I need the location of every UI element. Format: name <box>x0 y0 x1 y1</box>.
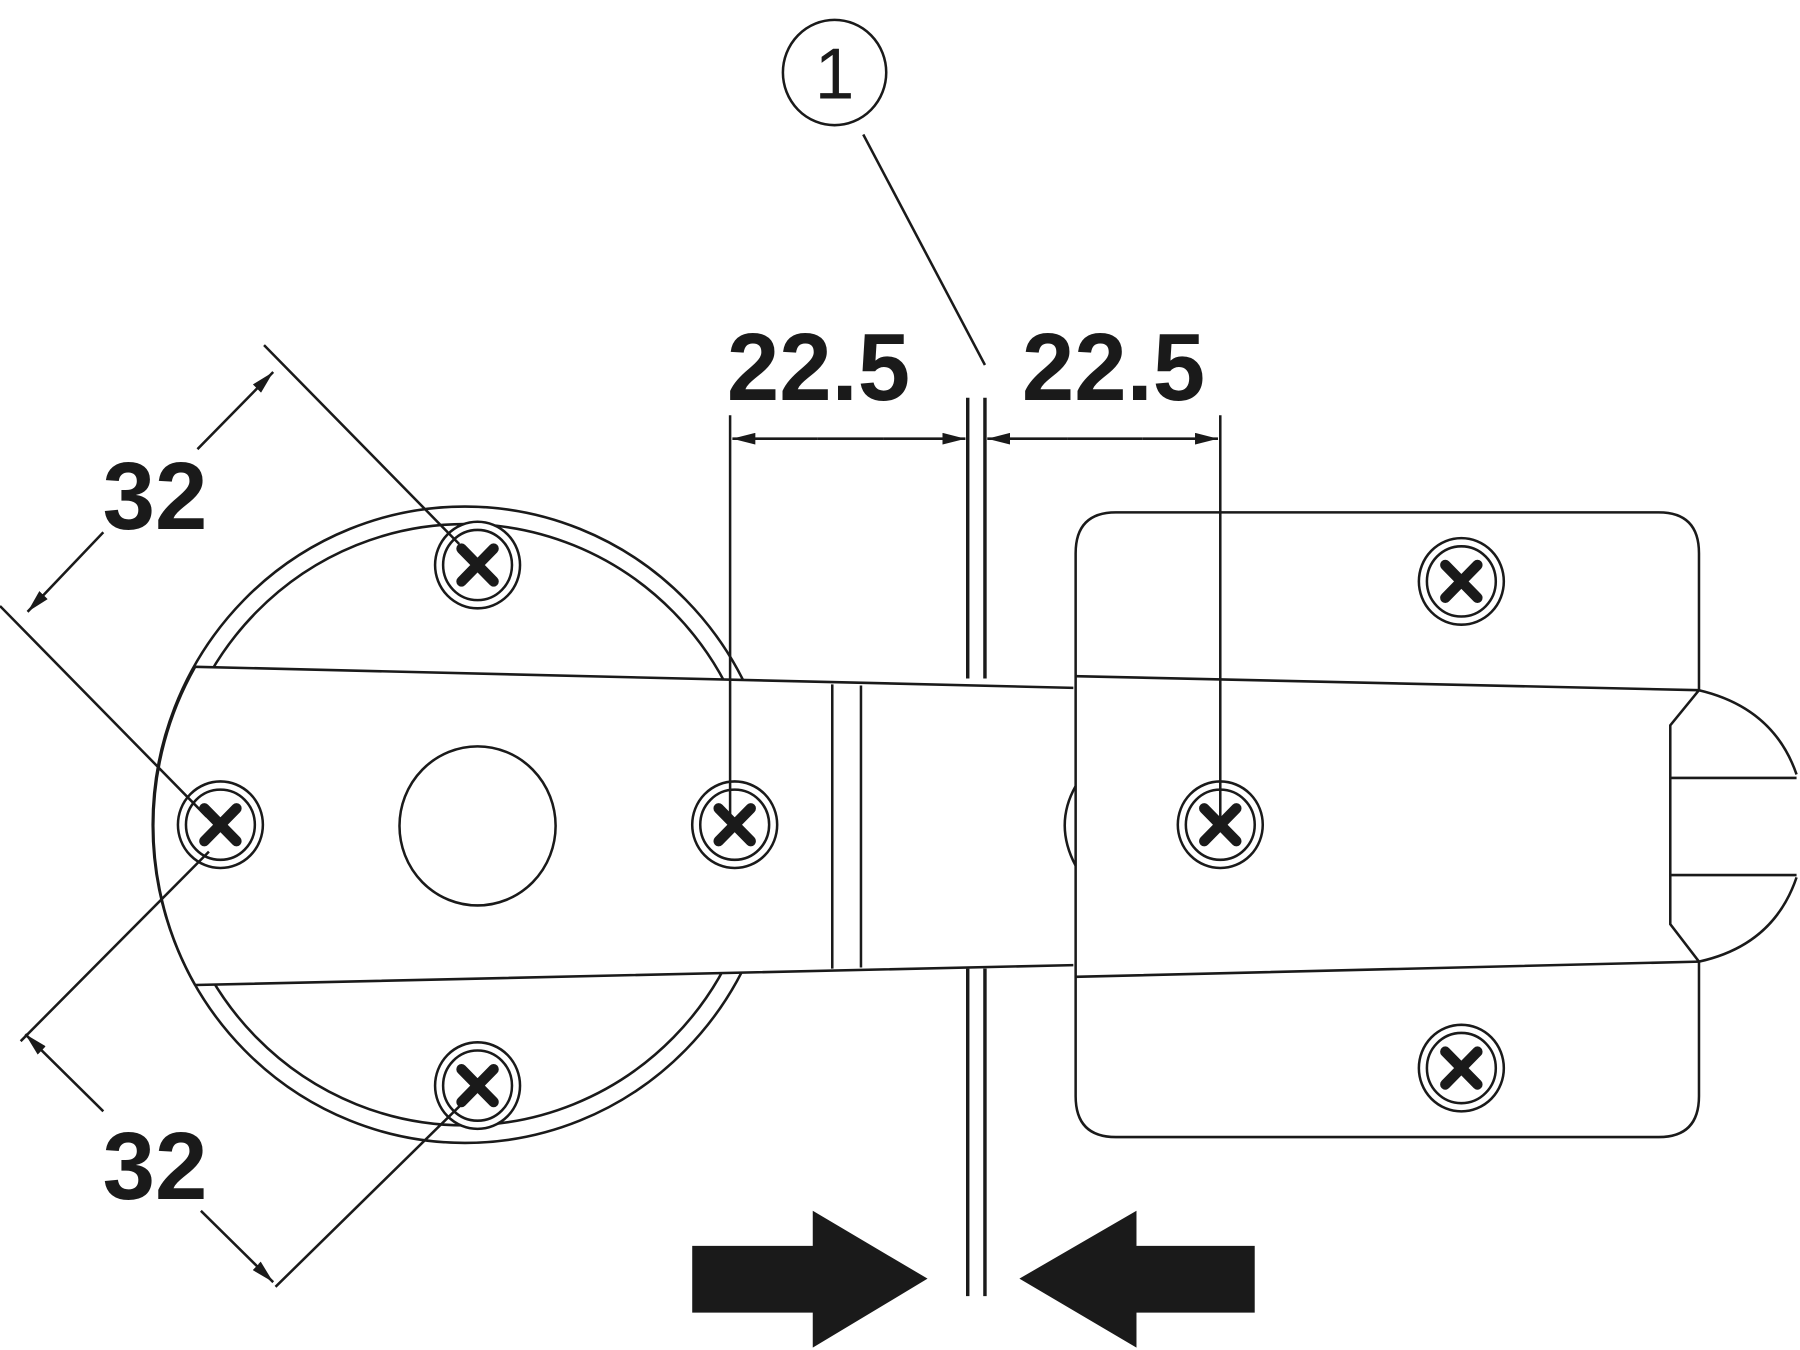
arm-pivot-arc <box>1063 785 1077 867</box>
screw-icon <box>1419 1025 1504 1112</box>
dimension-label: 22.5 <box>727 314 910 421</box>
cam-slot <box>1670 776 1797 877</box>
dimension-label: 22.5 <box>1022 314 1205 421</box>
gap-reference-lines <box>966 397 987 1297</box>
dimension-32-lower: 32 <box>19 850 463 1288</box>
screw-icon <box>1419 538 1504 625</box>
hinge-arm <box>152 665 1077 987</box>
screw-icon <box>692 781 777 868</box>
dimension-label: 32 <box>103 1113 208 1220</box>
dimension-22-5-left: 22.5 <box>727 314 966 819</box>
dimension-label: 32 <box>103 443 208 550</box>
mounting-plate <box>1074 511 1798 1139</box>
callout-number: 1 <box>815 34 855 115</box>
callout-1: 1 <box>781 18 987 366</box>
dimension-22-5-right: 22.5 <box>987 314 1222 819</box>
dimension-32-upper: 32 <box>0 344 461 818</box>
arrow-left-icon <box>1019 1210 1255 1348</box>
center-hole <box>398 745 557 907</box>
callout-leader <box>862 133 987 366</box>
screw-icon <box>435 1042 520 1129</box>
screw-icon <box>178 781 263 868</box>
screw-icon <box>435 522 520 609</box>
cam-nose <box>1698 688 1798 963</box>
arrow-right-icon <box>692 1210 928 1348</box>
